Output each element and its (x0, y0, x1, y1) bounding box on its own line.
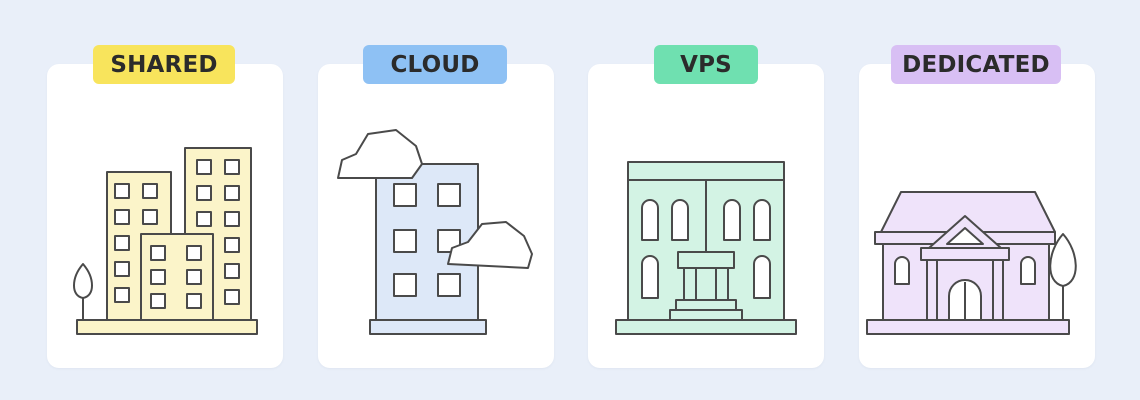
dedicated-card (859, 64, 1095, 368)
shared-label-text: SHARED (110, 51, 218, 78)
dedicated-label: DEDICATED (891, 45, 1061, 84)
cloud-side-icon (447, 221, 533, 269)
cloud-label: CLOUD (363, 45, 507, 84)
vps-label-text: VPS (680, 51, 732, 78)
cloud-label-text: CLOUD (390, 51, 480, 78)
cloud-top-icon (337, 129, 423, 179)
vps-card (588, 64, 824, 368)
vps-label: VPS (654, 45, 758, 84)
house-icon (866, 191, 1077, 335)
shared-label: SHARED (93, 45, 235, 84)
cloud-building-icon (337, 129, 533, 335)
shared-card (47, 64, 283, 368)
office-buildings-icon (73, 147, 258, 335)
dedicated-label-text: DEDICATED (902, 51, 1050, 78)
building-icon (615, 161, 797, 335)
cloud-card (318, 64, 554, 368)
